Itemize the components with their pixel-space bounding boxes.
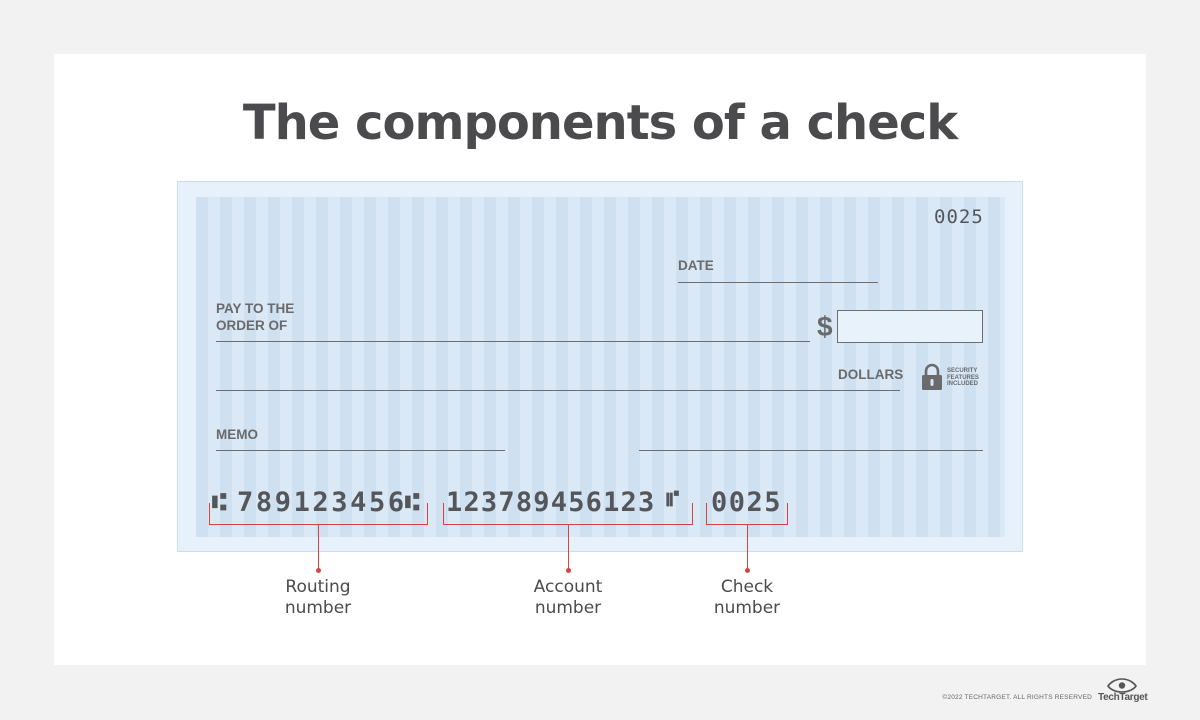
account-bracket	[443, 503, 693, 525]
account-callout-line1: Account	[533, 577, 603, 597]
techtarget-eye-icon	[1107, 678, 1137, 693]
routing-callout-line2: number	[284, 598, 352, 618]
amount-box	[837, 310, 983, 343]
date-label: DATE	[678, 258, 714, 273]
security-line1: SECURITY	[947, 368, 978, 374]
check-body	[196, 197, 1005, 537]
micr-account-number: 123789456123	[446, 487, 656, 518]
diagram-title: The components of a check	[242, 95, 958, 151]
micr-check-number: 0025	[711, 487, 783, 518]
routing-number-callout: Routing number	[238, 577, 398, 619]
check-number-callout: Check number	[667, 577, 827, 619]
dollars-line	[216, 390, 900, 391]
check-leader-dot	[745, 568, 750, 573]
routing-leader	[317, 525, 319, 571]
brand-logo-text: TechTarget	[1098, 692, 1148, 703]
memo-label: MEMO	[216, 427, 258, 442]
check-number-top: 0025	[934, 206, 984, 228]
security-line3: INCLUDED	[947, 381, 978, 387]
date-line	[678, 282, 878, 283]
dollar-sign: $	[817, 311, 833, 342]
signature-line	[639, 450, 983, 451]
micr-account-symbol: ⑈	[666, 487, 680, 512]
routing-callout-line1: Routing	[285, 577, 351, 597]
account-callout-line2: number	[534, 598, 602, 618]
micr-routing-symbol-left: ⑆	[212, 488, 227, 516]
pay-to-label-line2: ORDER OF	[216, 318, 288, 333]
check-callout-line2: number	[713, 598, 781, 618]
check-callout-line1: Check	[720, 577, 774, 597]
routing-bracket	[209, 503, 428, 525]
security-features-text: SECURITY FEATURES INCLUDED	[947, 368, 987, 388]
routing-leader-dot	[316, 568, 321, 573]
account-leader-dot	[566, 568, 571, 573]
account-leader	[567, 525, 569, 571]
micr-routing-number: 789123456	[237, 487, 407, 518]
micr-routing-symbol-right: ⑆	[405, 488, 420, 516]
dollars-label: DOLLARS	[838, 367, 904, 382]
security-line2: FEATURES	[947, 374, 979, 381]
payee-line	[216, 341, 810, 342]
check-number-bracket	[706, 503, 788, 525]
account-number-callout: Account number	[488, 577, 648, 619]
check-leader	[746, 525, 748, 571]
memo-line	[216, 450, 505, 451]
lock-icon	[922, 363, 942, 390]
copyright-text: ©2022 TECHTARGET. ALL RIGHTS RESERVED	[942, 694, 1092, 701]
pay-to-label-line1: PAY TO THE	[216, 301, 295, 316]
